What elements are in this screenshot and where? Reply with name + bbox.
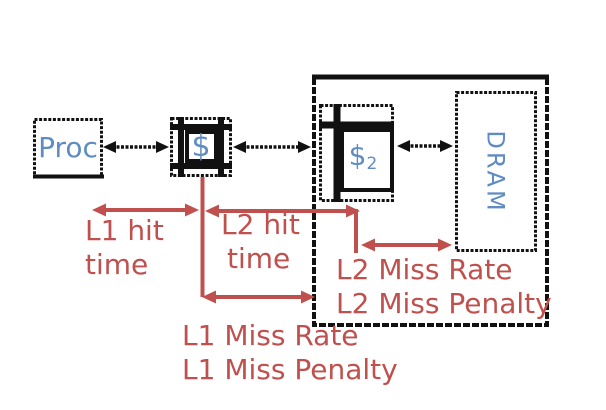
l1-hit-time-arrow (92, 203, 199, 217)
l1-hit-time-line1: L1 hit (85, 214, 164, 247)
l2-cache-label: $2 (338, 130, 388, 180)
l1-hit-time-line2: time (85, 248, 149, 281)
l2-cache-label-text: $ (348, 138, 367, 172)
l1-miss-label: L1 Miss Rate L1 Miss Penalty (182, 319, 398, 387)
l2-miss-rate-text: L2 Miss Rate (336, 253, 513, 286)
l2-hit-time-arrow (205, 204, 360, 218)
proc-box (33, 118, 104, 179)
l2-miss-label: L2 Miss Rate L2 Miss Penalty (336, 253, 552, 321)
l2-hit-time-label: L2 hit time (221, 208, 300, 276)
dram-label-text: DRAM (482, 129, 510, 214)
l1-miss-rate-text: L1 Miss Rate (182, 319, 359, 352)
l2-miss-arrow (361, 238, 452, 252)
l1-l2-arrow (233, 141, 311, 153)
proc-l1-arrow (103, 141, 169, 153)
dram-box (455, 91, 537, 252)
l2-dram-arrow (397, 140, 453, 152)
l1-cache-label: $ (184, 126, 218, 166)
l2-hit-time-line1: L2 hit (221, 208, 300, 241)
l1-hit-time-label: L1 hit time (85, 214, 164, 282)
l1-cache-label-text: $ (191, 128, 211, 164)
l2-cache-label-subscript: 2 (366, 154, 378, 174)
l1-miss-penalty-text: L1 Miss Penalty (182, 353, 398, 386)
dram-label: DRAM (455, 91, 537, 252)
l2-miss-penalty-text: L2 Miss Penalty (336, 287, 552, 320)
l2-cache-box (319, 104, 394, 202)
proc-label-text: Proc (38, 130, 98, 164)
l1-cache-box (170, 117, 232, 177)
l2-hit-time-line2: time (227, 242, 291, 275)
proc-label: Proc (33, 118, 103, 176)
memory-subsystem-box (312, 75, 549, 327)
l1-miss-arrow (202, 290, 315, 304)
